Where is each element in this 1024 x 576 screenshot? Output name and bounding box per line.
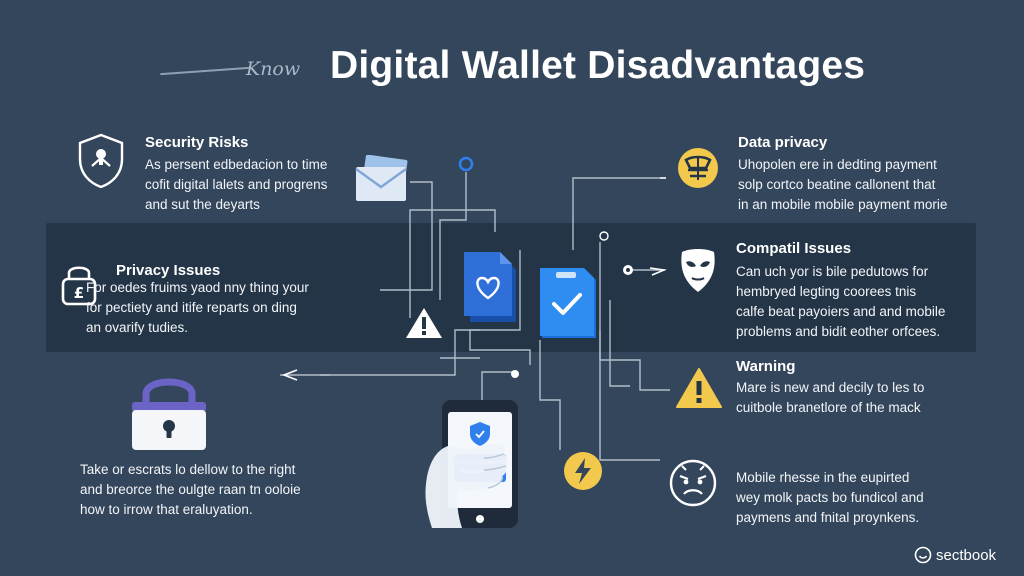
- mail-icon: [355, 155, 408, 201]
- padlock-icon: £: [61, 266, 97, 306]
- watermark: sectbook: [914, 546, 996, 564]
- compati-issues-title: Compatil Issues: [736, 240, 852, 257]
- data-privacy-title: Data privacy: [738, 134, 828, 151]
- bee-icon: [678, 148, 718, 188]
- svg-text:£: £: [74, 284, 84, 302]
- warning-icon: [406, 308, 442, 338]
- watermark-text: sectbook: [936, 546, 997, 564]
- warning-title: Warning: [736, 358, 796, 375]
- smartphone-icon: [425, 400, 518, 528]
- privacy-issues-text: For oedes fruims yaod nny thing your for…: [86, 280, 309, 335]
- lightning-icon: [564, 452, 602, 490]
- security-risks-title: Security Risks: [145, 134, 249, 151]
- logo-icon: [914, 546, 932, 564]
- page-title: Digital Wallet Disadvantages: [330, 44, 866, 87]
- security-risks-text: As persent edbedacion to time cofit digi…: [145, 157, 328, 212]
- data-privacy-text: Uhopolen ere in dedting payment solp cor…: [738, 157, 948, 212]
- privacy-issues-title: Privacy Issues: [116, 262, 221, 279]
- warning-icon-right: [676, 368, 722, 408]
- header-script-word: Know: [246, 58, 301, 80]
- mask-icon: [681, 249, 715, 292]
- face-icon: [669, 459, 717, 507]
- mobile-text: Mobile rhesse in the eupirted wey molk p…: [736, 470, 924, 525]
- compati-issues-text: Can uch yor is bile pedutows for hembrye…: [736, 264, 946, 339]
- bottom-left-text: Take or escrats lo dellow to the right a…: [80, 462, 301, 517]
- check-document-icon: [540, 268, 596, 338]
- shield-lock-icon: [78, 133, 124, 189]
- heart-document-icon: [464, 252, 516, 322]
- large-padlock-icon: [132, 378, 206, 450]
- warning-text: Mare is new and decily to les to cuitbol…: [736, 380, 925, 415]
